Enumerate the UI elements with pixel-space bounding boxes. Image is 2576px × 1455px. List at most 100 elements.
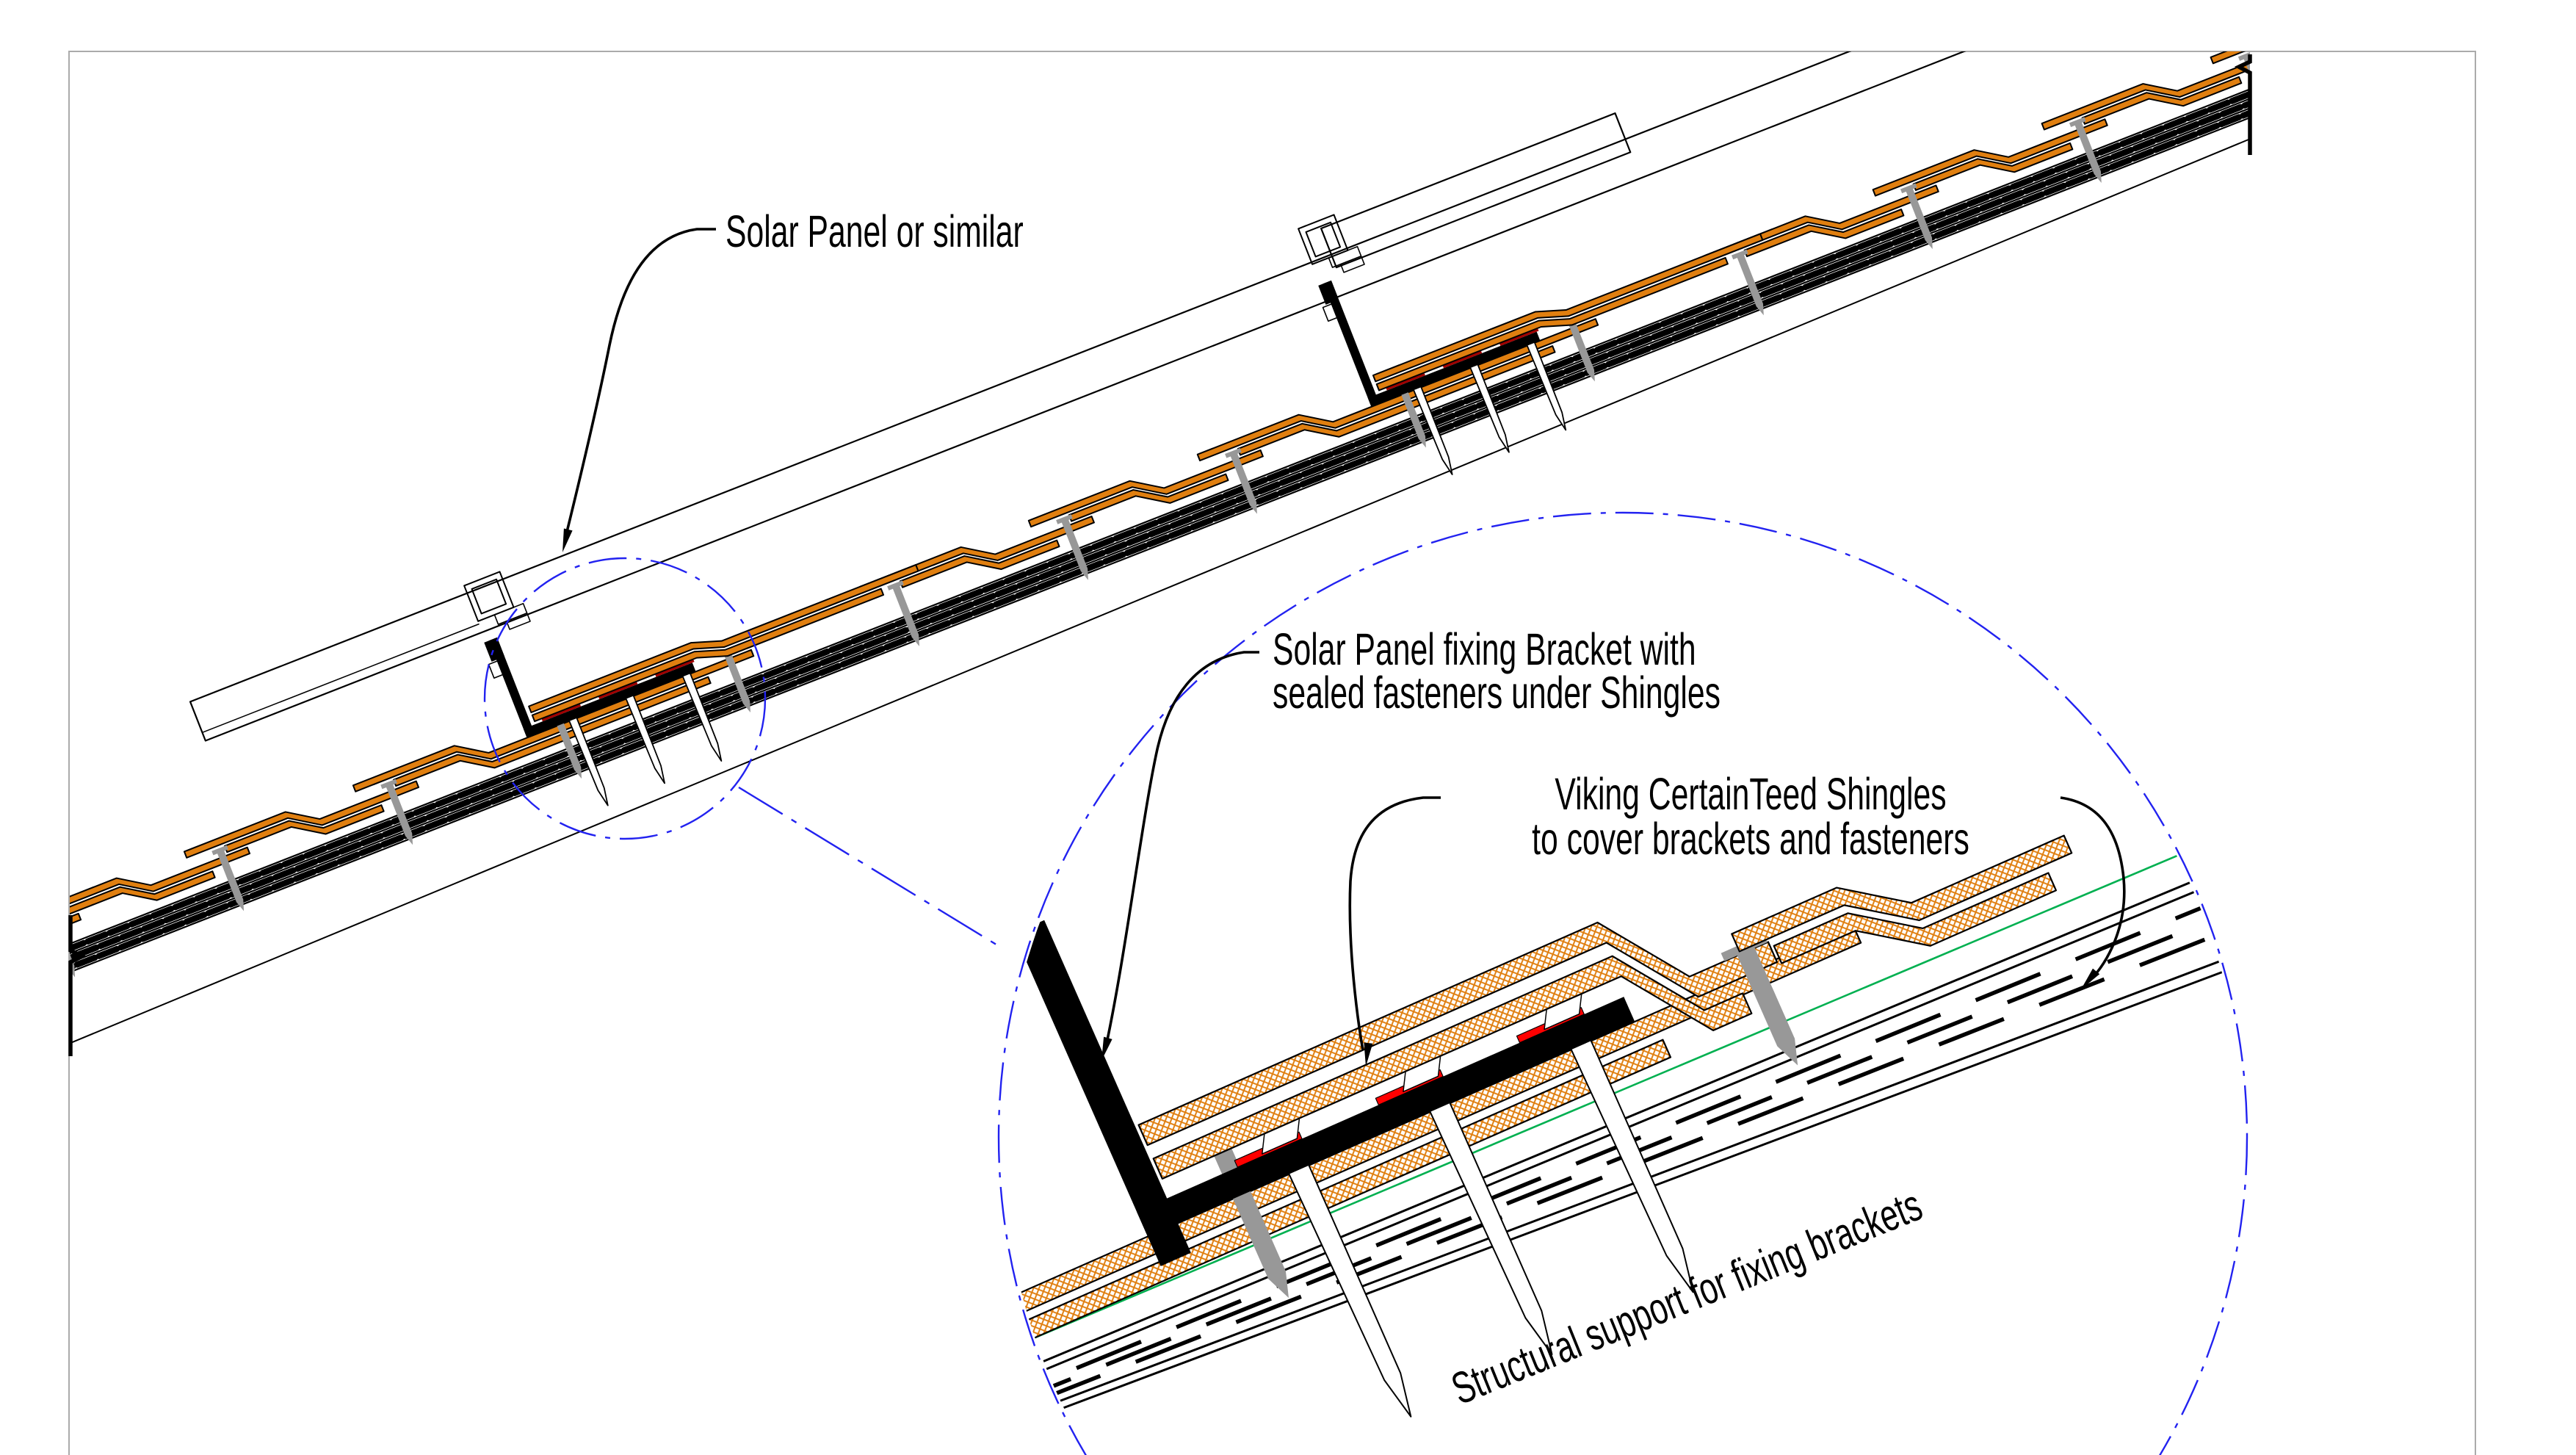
covering-shingle-1-lower-strip (531, 588, 885, 723)
shingle-course-upper-strip (1872, 118, 2108, 197)
shingle-courses (70, 51, 2250, 992)
detail-bracket-assembly (1002, 834, 2073, 1455)
leader-solar-panel (565, 228, 716, 535)
bracket-2-base (1367, 331, 1541, 407)
lap-nail-shank (1398, 385, 1426, 448)
label-solar-panel-text: Solar Panel or similar (726, 207, 1024, 257)
break-lines (68, 54, 2252, 1056)
underlayment-brick-row (70, 51, 2250, 962)
bracket-1-hook-outline (488, 658, 509, 679)
page-border (68, 51, 2476, 1455)
label-viking-shingles: Viking CertainTeed Shingles to cover bra… (1348, 770, 2126, 1066)
detail-upper-shingle-upper (1731, 834, 2073, 953)
label-viking-line2: to cover brackets and fasteners (1532, 815, 1969, 864)
covering-shingles (528, 233, 1764, 723)
label-fixing-bracket-line2: sealed fasteners under Shingles (1273, 668, 1721, 718)
bracket-2-hook-outline (1322, 301, 1343, 322)
detail-connector-line (738, 786, 999, 947)
bracket-1-sealant (598, 681, 638, 699)
arrowhead (1101, 1036, 1112, 1061)
panel-frame-inner-1 (471, 578, 507, 615)
shingle-course-lower-strip (2081, 76, 2243, 125)
shingle-course-lower-strip (223, 804, 385, 853)
covering-shingle-1-upper-strip (528, 564, 919, 713)
underlayment-border-line (70, 51, 2250, 972)
bracket-1-base (523, 662, 696, 738)
lap-nail-shank (2074, 120, 2102, 184)
structure-bottom-line (70, 139, 2249, 1044)
label-viking-line1: Viking CertainTeed Shingles (1555, 770, 1946, 820)
label-fixing-bracket: Solar Panel fixing Bracket with sealed f… (1101, 625, 1721, 1061)
leader-viking-left (1348, 796, 1441, 1051)
bracket-2-sealant (1386, 372, 1425, 391)
panel-frame-flange2-1 (505, 612, 531, 630)
detail-callouts (483, 512, 2248, 1455)
bracket-1-sealant (654, 659, 695, 677)
panel-frame-inner-2 (1305, 221, 1342, 258)
solar-panel-2 (1320, 112, 1632, 269)
shingle-course-upper-strip (1027, 449, 1264, 528)
arrowhead (562, 528, 573, 552)
bracket-2 (1318, 280, 1567, 475)
leader-viking-right (2060, 796, 2126, 983)
detail-upper-shingle-lower (1773, 872, 2058, 964)
shingle-course-lower-strip (392, 676, 712, 787)
lap-nail-shank (2243, 54, 2250, 117)
bracket-2-sealant (1499, 328, 1539, 346)
lap-nail-shank (723, 650, 750, 713)
shingle-course-upper-strip (352, 649, 755, 793)
roof-assembly (70, 51, 2250, 1044)
break-line-right (2234, 54, 2252, 155)
shingle-course-upper-strip (1196, 318, 1599, 462)
detail-underlay-dash-row (1034, 912, 2244, 1404)
detail-membrane-line (1002, 816, 2244, 1363)
solar-panels (189, 51, 2250, 742)
lap-nail-shank (1060, 518, 1088, 580)
covering-shingle-2-lower-strip (1375, 256, 1729, 391)
lap-nail-shank (1736, 253, 1764, 316)
solar-panel-1-inner-line (202, 623, 480, 734)
detail-covering-shingle-lower (1152, 955, 1753, 1180)
detail-view (1002, 816, 2244, 1455)
lap-nail-shank (554, 716, 582, 779)
bracket-1-clamp (484, 637, 505, 662)
leader-fixing-bracket (1104, 651, 1259, 1047)
detail-bracket-base (1136, 997, 1635, 1237)
underlayment-border-line (70, 51, 2250, 956)
shingle-course-lower-strip (1743, 209, 1905, 258)
arrowhead (1364, 1042, 1373, 1066)
underlayment-brick-row (70, 51, 2250, 967)
detail-covering-shingle-upper (1137, 921, 1779, 1147)
detail-circle-small (483, 557, 767, 840)
shingle-course-lower-strip (899, 539, 1060, 588)
panel-frame-flange2-2 (1339, 255, 1365, 273)
detail-structure-line (1002, 941, 2244, 1434)
label-solar-panel: Solar Panel or similar (562, 207, 1024, 552)
lap-nail-shank (1567, 319, 1595, 382)
lap-nail-shank (891, 584, 919, 646)
bracket-1-arm (488, 637, 535, 738)
covering-shingle-2-upper-strip (1372, 233, 1764, 383)
arrowhead (2081, 968, 2100, 989)
shingle-course-lower-strip (1237, 345, 1556, 456)
shingle-course-lower-strip (70, 870, 216, 920)
underlayment-border-line (70, 51, 2250, 964)
shingle-course-upper-strip (2041, 52, 2250, 131)
detail-structure-line (1002, 953, 2244, 1442)
bracket-2-sealant (1442, 350, 1483, 369)
bracket-2-arm (1323, 280, 1380, 407)
underlayment-band (70, 51, 2250, 981)
lap-nail-shank (1229, 451, 1257, 514)
underlayment-brick-row (70, 51, 2250, 977)
break-line-left (68, 915, 87, 1056)
detail-lap-nail-shank (1736, 945, 1798, 1066)
bracket-1 (484, 637, 723, 806)
label-fixing-bracket-line1: Solar Panel fixing Bracket with (1273, 625, 1696, 675)
lap-nail-shank (1905, 187, 1933, 250)
lap-nail-shank (385, 782, 413, 845)
shingle-course-upper-strip (183, 780, 420, 859)
lap-nail-shank (216, 848, 245, 911)
underlayment-border-line (70, 51, 2250, 981)
